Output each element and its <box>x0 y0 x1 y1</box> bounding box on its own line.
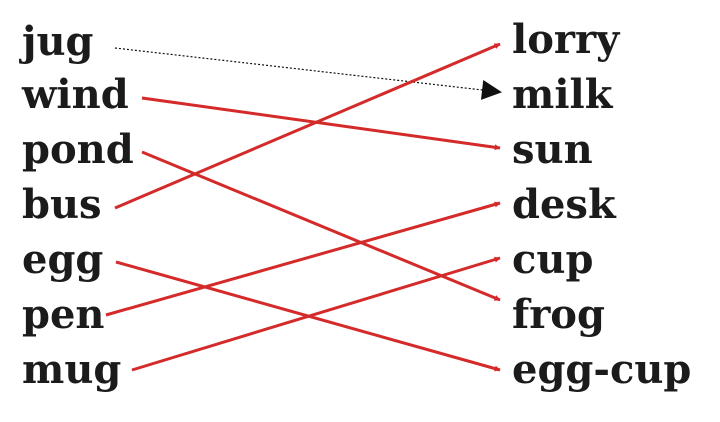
right-word-milk: milk <box>512 71 613 118</box>
link-pen-desk <box>105 201 501 317</box>
right-word-lorry: lorry <box>512 16 620 63</box>
left-word-egg: egg <box>22 236 104 283</box>
left-word-pen: pen <box>22 291 105 338</box>
right-word-sun: sun <box>512 126 593 173</box>
right-word-desk: desk <box>512 181 616 228</box>
link-wind-sun <box>141 96 501 151</box>
left-word-mug: mug <box>22 346 122 393</box>
right-word-frog: frog <box>512 291 605 338</box>
left-word-jug: jug <box>22 18 94 65</box>
left-word-wind: wind <box>22 71 129 118</box>
link-jug-milk <box>114 47 502 100</box>
left-word-bus: bus <box>22 181 102 228</box>
link-bus-lorry <box>114 42 501 210</box>
link-mug-cup <box>131 256 501 372</box>
right-word-cup: cup <box>512 236 594 283</box>
right-word-egg-cup: egg-cup <box>512 346 692 393</box>
left-word-pond: pond <box>22 126 134 173</box>
